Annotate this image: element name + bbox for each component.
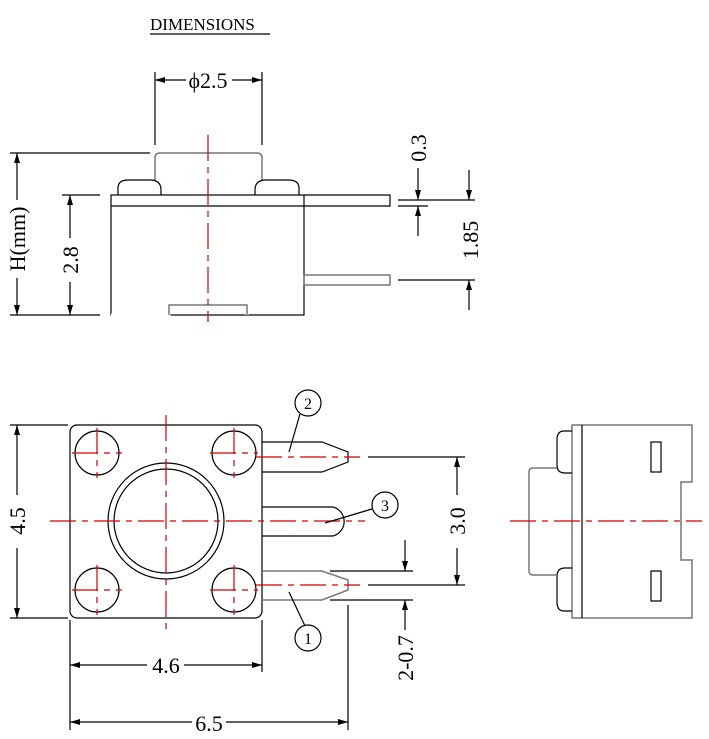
callout-circle — [294, 389, 322, 417]
callout-circle — [371, 491, 399, 519]
dim-body-width: 4.6 — [152, 653, 180, 678]
dim-pin-offset: 1.85 — [458, 221, 483, 260]
drawing-title: DIMENSIONS — [150, 15, 255, 34]
callout-2: 2 — [304, 396, 312, 413]
dim-pin-pitch: 3.0 — [445, 507, 470, 535]
terminal-slot — [650, 441, 662, 473]
pin — [303, 274, 391, 286]
switch-body — [571, 424, 693, 619]
side-view: ϕ2.5 H(mm) 2.8 0.3 1.85 — [5, 68, 483, 322]
dim-body-height: 2.8 — [58, 246, 83, 274]
dim-plate-thickness: 0.3 — [406, 134, 431, 162]
terminal-plate — [304, 194, 391, 207]
dim-actuator-diameter: ϕ2.5 — [188, 68, 227, 93]
dim-overall-width: 6.5 — [195, 711, 223, 736]
callout-3: 3 — [381, 498, 389, 515]
pin-3 — [262, 506, 345, 537]
dim-body-height: 4.5 — [5, 507, 30, 535]
top-view: 4.5 3.0 2-0.7 4.6 6.5 2 3 1 — [5, 389, 470, 736]
callout-circle — [294, 624, 322, 652]
end-view — [510, 424, 702, 619]
dim-pin-width: 2-0.7 — [393, 635, 418, 681]
terminal-slot — [650, 570, 662, 602]
callout-1: 1 — [304, 631, 312, 648]
dim-height-label: H(mm) — [5, 207, 30, 272]
